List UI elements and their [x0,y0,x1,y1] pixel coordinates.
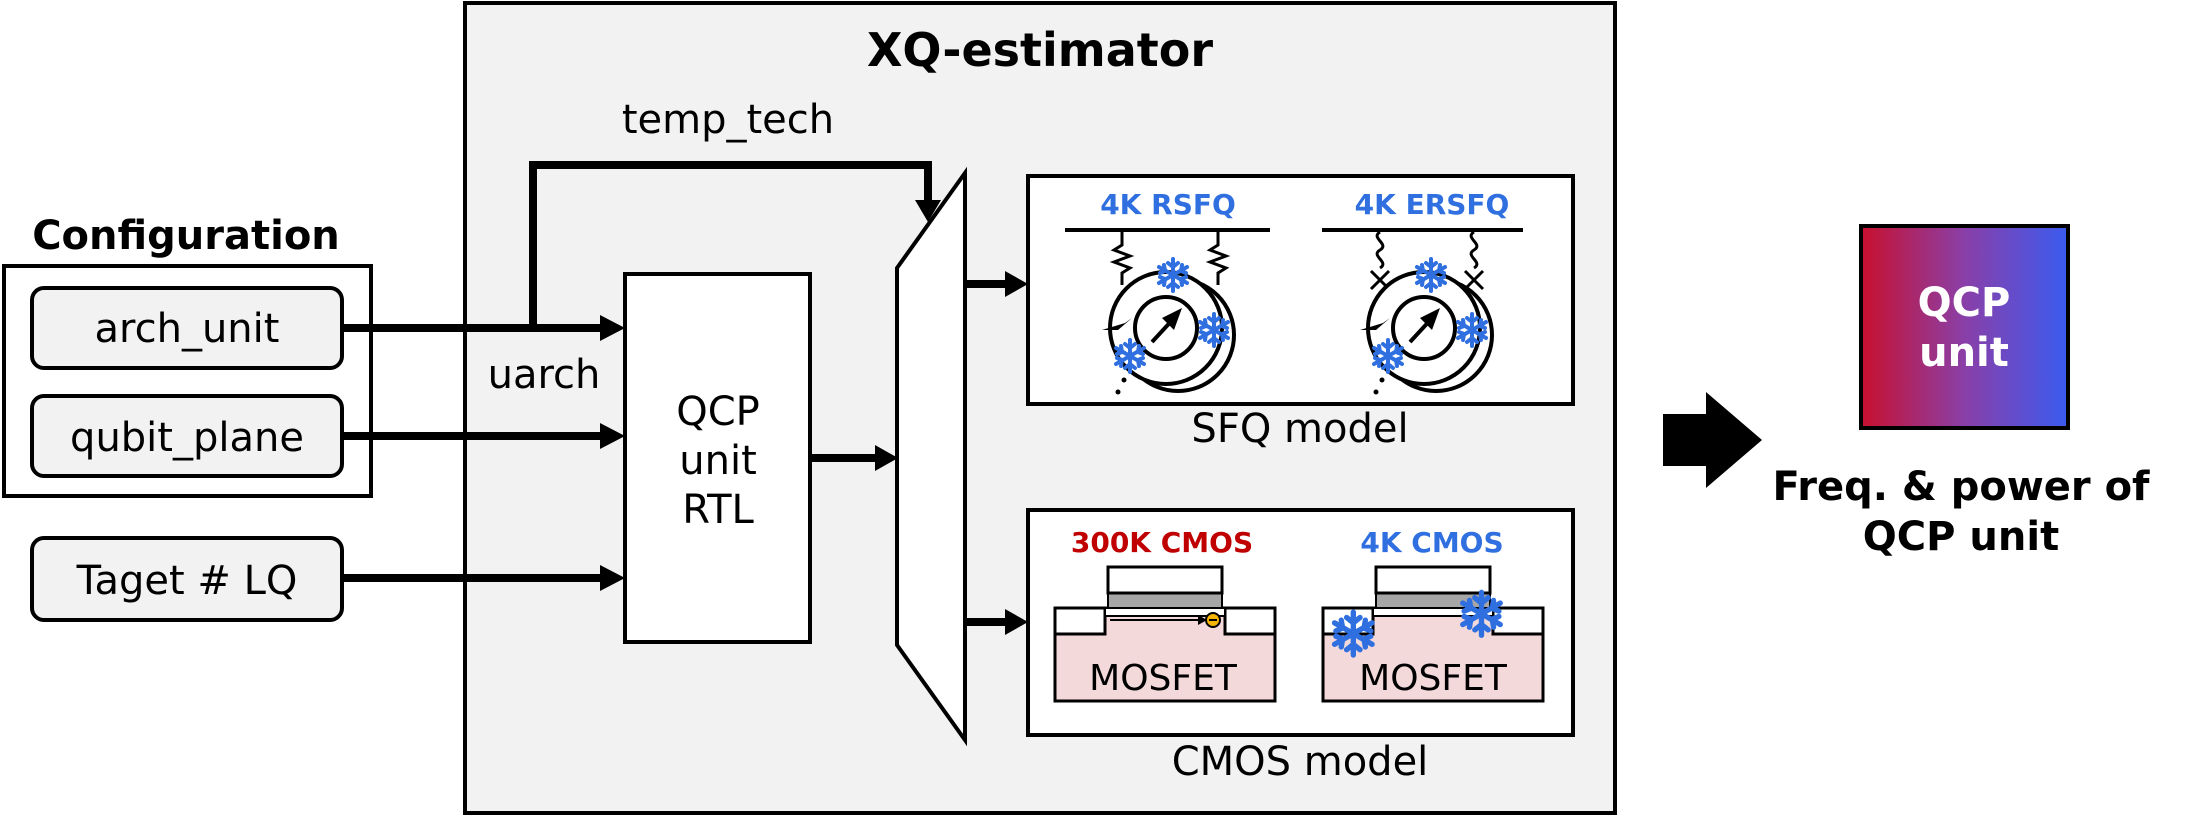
mosfet-4k: MOSFET [1321,565,1545,703]
arrow-right-icon [600,315,625,341]
target-lq-label: Taget # LQ [76,558,298,604]
input-arrows [342,324,605,582]
output-arrow-icon [1663,392,1762,488]
sfq-variant-rsfq: 4K RSFQ [1100,188,1236,221]
rtl-line-1: QCP [676,389,760,435]
cmos-model-caption: CMOS model [1172,739,1429,785]
mosfet-300k: MOSFET [1053,565,1277,703]
ersfq-illustration [1322,228,1523,395]
qcp-rtl-block [623,272,812,644]
arch-unit-label: arch_unit [95,306,280,352]
qcp-unit-line-2: unit [1919,330,2009,376]
cmos-variant-300k: 300K CMOS [1071,526,1253,559]
qcp-unit-output-box [1859,224,2070,430]
sfq-variant-ersfq: 4K ERSFQ [1355,188,1510,221]
arrow-right-icon [1005,609,1028,635]
configuration-heading: Configuration [32,213,340,259]
output-caption-line-2: QCP unit [1863,514,2059,560]
josephson-junction-icon [1463,269,1485,291]
qubit-plane-label: qubit_plane [70,415,304,461]
uarch-label: uarch [488,352,601,398]
model-selector-mux [895,166,967,747]
qcp-unit-line-1: QCP [1918,280,2011,326]
arrow-right-icon [600,565,625,591]
rsfq-illustration [1065,228,1270,395]
panel-title: XQ-estimator [867,23,1213,77]
mosfet-4k-label: MOSFET [1359,658,1508,699]
sfq-model-caption: SFQ model [1191,406,1408,452]
rtl-line-2: unit [679,438,757,484]
arrow-down-icon [915,200,941,222]
temp-tech-label: temp_tech [622,97,834,143]
arrow-right-icon [1005,271,1028,297]
arrow-right-icon [600,423,625,449]
arrow-right-icon [875,445,898,471]
output-caption-line-1: Freq. & power of [1773,464,2151,510]
temp-tech-path [529,161,932,328]
rtl-line-3: RTL [682,487,754,533]
mosfet-300k-label: MOSFET [1089,658,1238,699]
cmos-variant-4k: 4K CMOS [1360,526,1503,559]
